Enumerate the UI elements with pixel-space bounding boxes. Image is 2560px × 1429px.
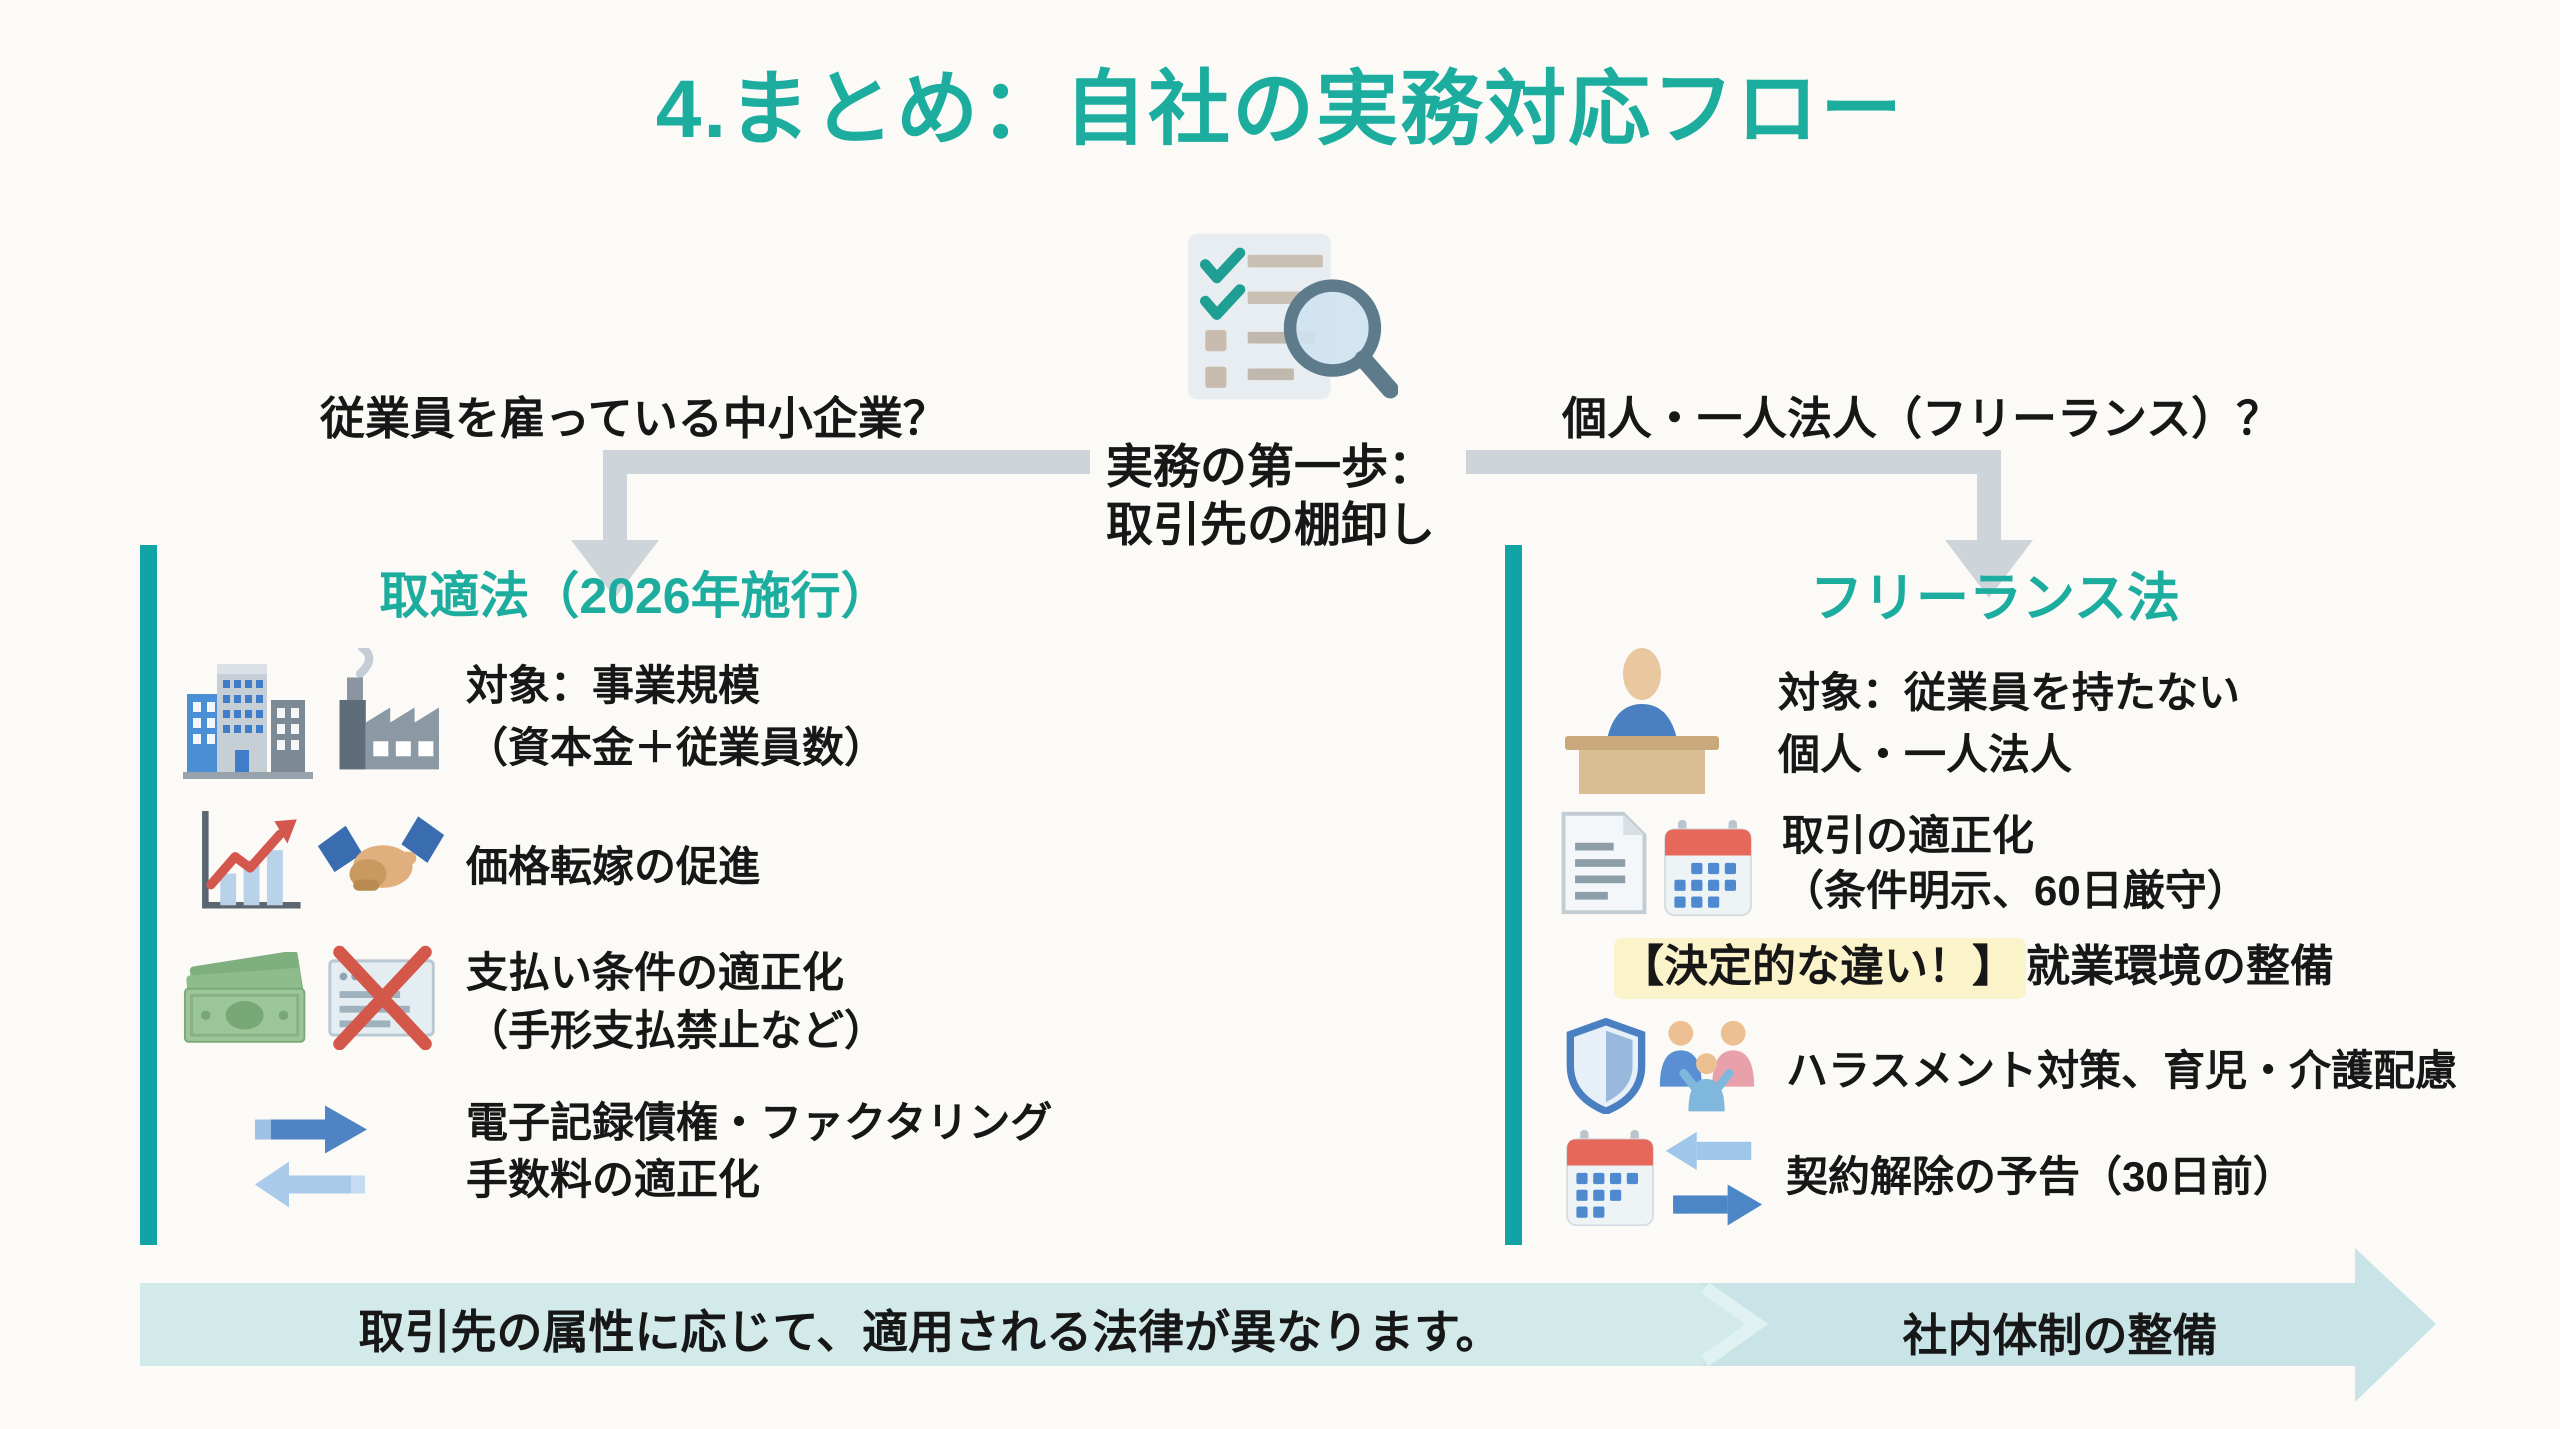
left-item-price-passthrough: 価格転嫁の促進 [466, 843, 761, 890]
left-branch-arrow [571, 450, 1090, 598]
family-icon [1652, 1018, 1762, 1118]
left-item-scope: 対象：事業規模 （資本金＋従業員数） [466, 655, 886, 779]
bottom-bar-left-segment [140, 1283, 1757, 1366]
right-item-harassment-care: ハラスメント対策、育児・介護配慮 [1786, 1047, 2458, 1094]
left-item-payment-terms: 支払い条件の適正化 （手形支払禁止など） [466, 949, 887, 1054]
right-section-accent-bar [1505, 545, 1522, 1245]
bottom-bar-left-text: 取引先の属性に応じて、適用される法律が異なります。 [358, 1306, 1502, 1358]
shield-icon [1564, 1018, 1648, 1114]
handshake-icon [316, 812, 446, 910]
checklist-magnifier-icon [1186, 232, 1398, 428]
money-icon [183, 952, 311, 1052]
left-section-heading: 取適法（2026年施行） [379, 568, 891, 624]
bottom-bar-chevron-divider [1701, 1282, 1769, 1367]
center-caption: 実務の第一歩： 取引先の棚卸し [1106, 438, 1435, 554]
right-item-fair-trade: 取引の適正化 （条件明示、60日厳守） [1782, 812, 2249, 914]
no-promissory-note-icon [322, 945, 444, 1050]
right-branch-question: 個人・一人法人（フリーランス）？ [1562, 393, 2282, 444]
decisive-difference-highlight: 【決定的な違い！】 [1614, 938, 2026, 999]
growth-chart-icon [196, 806, 308, 914]
left-item-factoring-fees: 電子記録債権・ファクタリング 手数料の適正化 [466, 1099, 1053, 1203]
person-desk-icon [1556, 644, 1728, 794]
left-section-accent-bar [140, 545, 157, 1245]
work-environment-label: 就業環境の整備 [2026, 942, 2334, 991]
left-item-scope-line1: 対象：事業規模 [466, 662, 761, 709]
right-item-scope: 対象：従業員を持たない 個人・一人法人 [1778, 669, 2241, 778]
page-title: 4.まとめ：自社の実務対応フロー [655, 64, 1905, 155]
right-item-termination-notice: 契約解除の予告（30日前） [1786, 1153, 2295, 1200]
calendar-icon [1560, 1130, 1660, 1228]
right-branch-arrow [1466, 450, 2033, 598]
transfer-arrows-icon [255, 1096, 375, 1214]
right-section-heading: フリーランス法 [1810, 569, 2180, 628]
left-item-scope-line2: （資本金＋従業員数） [466, 724, 887, 771]
center-caption-line2: 取引先の棚卸し [1106, 498, 1435, 551]
swap-arrows-icon [1664, 1126, 1764, 1234]
buildings-icon [183, 652, 313, 782]
document-icon [1554, 810, 1654, 916]
bottom-bar-right-text: 社内体制の整備 [1902, 1310, 2218, 1361]
factory-icon [332, 648, 454, 782]
right-item-work-environment: 【決定的な違い！】就業環境の整備 [1614, 936, 2334, 999]
left-branch-question: 従業員を雇っている中小企業？ [320, 393, 948, 444]
calendar-icon [1658, 820, 1758, 918]
center-caption-line1: 実務の第一歩： [1106, 440, 1435, 493]
